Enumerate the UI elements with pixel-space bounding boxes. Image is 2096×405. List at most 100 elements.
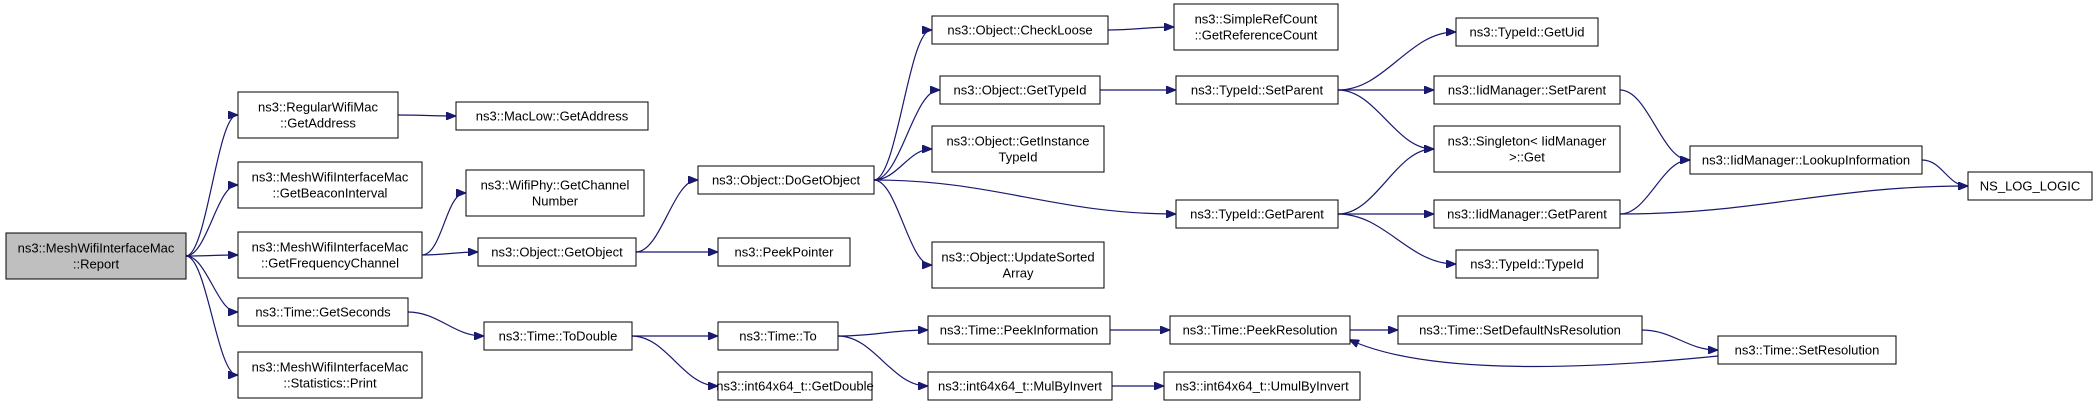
node-label: ns3::IidManager::GetParent: [1447, 207, 1607, 222]
node-label: ns3::TypeId::SetParent: [1191, 83, 1324, 98]
edge-root-to-getfrequencychannel: [185, 255, 237, 256]
node-object_getobject[interactable]: ns3::Object::GetObject: [477, 237, 637, 267]
node-object_gettypeid[interactable]: ns3::Object::GetTypeId: [939, 75, 1101, 105]
node-box: [939, 75, 1101, 105]
edge-iidmanager_lookupinformation-to-ns_log_logic: [1921, 159, 1967, 186]
node-box: [237, 91, 399, 139]
edge-root-to-statistics_print: [185, 255, 237, 375]
edge-getfrequencychannel-to-object_getobject: [421, 252, 477, 255]
node-label: ::Report: [73, 257, 120, 272]
node-peekpointer[interactable]: ns3::PeekPointer: [717, 237, 851, 267]
node-label: ns3::int64x64_t::MulByInvert: [938, 379, 1102, 394]
node-box: [927, 315, 1111, 345]
node-root[interactable]: ns3::MeshWifiInterfaceMac::Report: [5, 232, 187, 280]
node-label: ns3::Time::GetSeconds: [255, 305, 391, 320]
node-time_setresolution[interactable]: ns3::Time::SetResolution: [1717, 335, 1897, 365]
node-time_todouble[interactable]: ns3::Time::ToDouble: [483, 321, 633, 351]
node-int64x64_getdouble[interactable]: ns3::int64x64_t::GetDouble: [716, 371, 874, 401]
edge-iidmanager_setparent-to-iidmanager_lookupinformation: [1619, 89, 1689, 160]
node-box: [1433, 199, 1621, 229]
node-getfrequencychannel[interactable]: ns3::MeshWifiInterfaceMac::GetFrequencyC…: [237, 231, 423, 279]
node-box: [1175, 75, 1339, 105]
node-label: ns3::IidManager::SetParent: [1448, 83, 1607, 98]
node-label: ns3::SimpleRefCount: [1195, 12, 1318, 27]
node-label: TypeId: [998, 150, 1037, 165]
edge-object_dogetobject-to-object_checkloose: [873, 30, 931, 181]
edge-time_getseconds-to-time_todouble: [407, 311, 483, 336]
node-label: ns3::Object::CheckLoose: [947, 23, 1092, 38]
node-time_getseconds[interactable]: ns3::Time::GetSeconds: [237, 297, 409, 327]
edge-object_getobject-to-object_dogetobject: [635, 180, 697, 253]
edge-iidmanager_getparent-to-iidmanager_lookupinformation: [1619, 160, 1689, 215]
node-iidmanager_setparent[interactable]: ns3::IidManager::SetParent: [1433, 75, 1621, 105]
node-label: ns3::MeshWifiInterfaceMac: [252, 240, 409, 255]
edge-time_todouble-to-int64x64_getdouble: [631, 335, 717, 386]
node-simplerefcount_getreferencecount[interactable]: ns3::SimpleRefCount::GetReferenceCount: [1173, 3, 1339, 51]
edge-object_dogetobject-to-object_updatesortedarray: [873, 179, 931, 265]
node-int64x64_umulbyinvert[interactable]: ns3::int64x64_t::UmulByInvert: [1163, 371, 1361, 401]
edge-typeid_setparent-to-typeid_getuid: [1337, 32, 1455, 91]
node-box: [717, 237, 851, 267]
node-object_checkloose[interactable]: ns3::Object::CheckLoose: [931, 15, 1109, 45]
node-time_peekresolution[interactable]: ns3::Time::PeekResolution: [1169, 315, 1351, 345]
node-box: [1967, 171, 2093, 201]
node-maclow_getaddress[interactable]: ns3::MacLow::GetAddress: [455, 101, 649, 131]
edge-time_to-to-time_peekinformation: [837, 330, 927, 337]
node-label: ::GetBeaconInterval: [273, 186, 388, 201]
node-label: ns3::Object::DoGetObject: [712, 173, 861, 188]
node-label: ns3::TypeId::GetUid: [1470, 25, 1585, 40]
node-label: ns3::Time::PeekResolution: [1183, 323, 1338, 338]
node-statistics_print[interactable]: ns3::MeshWifiInterfaceMac::Statistics::P…: [237, 351, 423, 399]
node-box: [1169, 315, 1351, 345]
node-box: [1173, 3, 1339, 51]
edge-root-to-regularwifimac_getaddress: [185, 115, 237, 257]
node-object_dogetobject[interactable]: ns3::Object::DoGetObject: [697, 165, 875, 195]
node-label: ns3::PeekPointer: [734, 245, 834, 260]
node-label: ::GetAddress: [280, 116, 356, 131]
node-box: [477, 237, 637, 267]
node-iidmanager_getparent[interactable]: ns3::IidManager::GetParent: [1433, 199, 1621, 229]
node-box: [717, 321, 839, 351]
node-label: >::Get: [1509, 150, 1545, 165]
edge-time_setresolution-to-time_peekresolution: [1350, 340, 1719, 368]
node-label: NS_LOG_LOGIC: [1980, 179, 2080, 194]
edge-typeid_setparent-to-singleton_get: [1337, 89, 1433, 149]
node-box: [717, 371, 873, 401]
node-iidmanager_lookupinformation[interactable]: ns3::IidManager::LookupInformation: [1689, 145, 1923, 175]
node-typeid_getparent[interactable]: ns3::TypeId::GetParent: [1175, 199, 1339, 229]
node-label: ns3::int64x64_t::UmulByInvert: [1175, 379, 1349, 394]
node-label: ns3::TypeId::GetParent: [1190, 207, 1324, 222]
node-regularwifimac_getaddress[interactable]: ns3::RegularWifiMac::GetAddress: [237, 91, 399, 139]
node-typeid_setparent[interactable]: ns3::TypeId::SetParent: [1175, 75, 1339, 105]
node-ns_log_logic[interactable]: NS_LOG_LOGIC: [1967, 171, 2093, 201]
node-time_to[interactable]: ns3::Time::To: [717, 321, 839, 351]
node-label: ::Statistics::Print: [283, 376, 377, 391]
node-label: ns3::MacLow::GetAddress: [476, 109, 629, 124]
node-typeid_getuid[interactable]: ns3::TypeId::GetUid: [1455, 17, 1599, 47]
node-getbeaconinterval[interactable]: ns3::MeshWifiInterfaceMac::GetBeaconInte…: [237, 161, 423, 209]
node-time_setdefaultnsresolution[interactable]: ns3::Time::SetDefaultNsResolution: [1397, 315, 1643, 345]
node-label: ns3::Time::To: [739, 329, 817, 344]
node-box: [237, 161, 423, 209]
edge-object_dogetobject-to-object_gettypeid: [873, 90, 939, 181]
node-box: [931, 15, 1109, 45]
node-box: [931, 125, 1105, 173]
node-label: ns3::Object::GetTypeId: [954, 83, 1087, 98]
node-int64x64_mulbyinvert[interactable]: ns3::int64x64_t::MulByInvert: [927, 371, 1113, 401]
edge-root-to-getbeaconinterval: [185, 185, 237, 257]
node-time_peekinformation[interactable]: ns3::Time::PeekInformation: [927, 315, 1111, 345]
node-label: ns3::Time::SetResolution: [1735, 343, 1880, 358]
node-label: ns3::Singleton< IidManager: [1448, 134, 1607, 149]
node-label: ns3::Time::ToDouble: [499, 329, 618, 344]
node-label: ns3::MeshWifiInterfaceMac: [252, 170, 409, 185]
node-box: [237, 297, 409, 327]
node-box: [1175, 199, 1339, 229]
edge-iidmanager_getparent-to-ns_log_logic: [1619, 186, 1967, 215]
node-singleton_get[interactable]: ns3::Singleton< IidManager >::Get: [1433, 125, 1621, 173]
node-label: ns3::Time::PeekInformation: [940, 323, 1098, 338]
node-typeid_typeid[interactable]: ns3::TypeId::TypeId: [1455, 249, 1599, 279]
node-box: [1163, 371, 1361, 401]
